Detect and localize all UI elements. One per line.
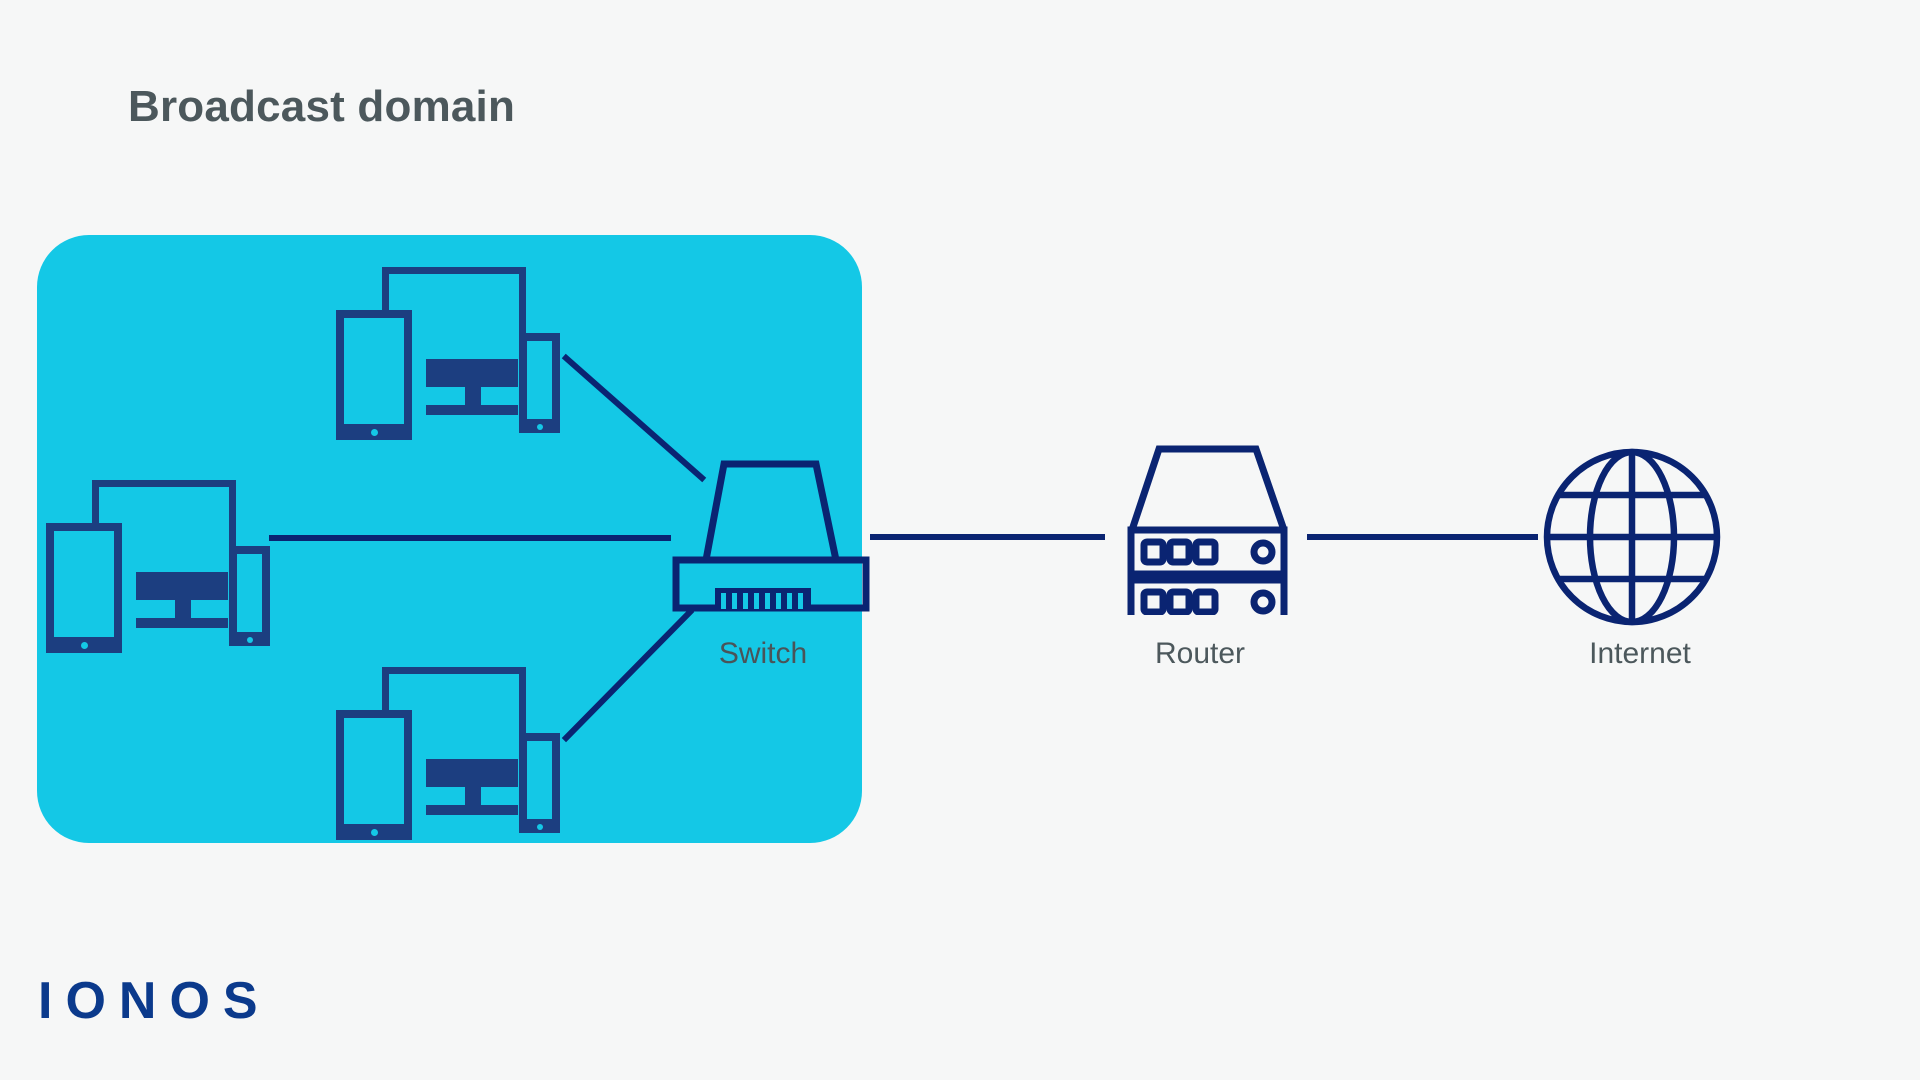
monitor-stand-base — [136, 618, 228, 628]
monitor-screen — [426, 759, 518, 787]
cluster-link-bracket-icon — [382, 267, 526, 333]
internet-label: Internet — [1589, 637, 1691, 670]
monitor-stand-neck — [465, 787, 481, 805]
cluster-link-bracket-icon — [92, 480, 236, 546]
monitor-stand-neck — [175, 600, 191, 618]
tablet-home-button-icon — [370, 829, 378, 836]
phone-home-button-icon — [536, 824, 543, 830]
tablet-icon — [46, 523, 122, 653]
phone-home-button-icon — [536, 424, 543, 430]
desktop-monitor-icon — [136, 572, 228, 628]
monitor-stand-base — [426, 805, 518, 815]
switch-icon[interactable] — [660, 455, 880, 615]
router-label: Router — [1154, 637, 1246, 670]
cluster-link-bracket-icon — [382, 667, 526, 733]
monitor-screen — [426, 359, 518, 387]
smartphone-icon — [519, 333, 560, 433]
desktop-monitor-icon — [426, 759, 518, 815]
phone-home-button-icon — [246, 637, 253, 643]
desktop-monitor-icon — [426, 359, 518, 415]
ionos-logo: IONOS — [38, 972, 271, 1030]
router-icon[interactable] — [1100, 440, 1315, 615]
smartphone-icon — [229, 546, 270, 646]
monitor-stand-neck — [465, 387, 481, 405]
smartphone-icon — [519, 733, 560, 833]
device-cluster-bottom[interactable] — [336, 667, 560, 867]
monitor-screen — [136, 572, 228, 600]
tablet-home-button-icon — [80, 642, 88, 649]
device-cluster-top[interactable] — [336, 267, 560, 467]
page-title: Broadcast domain — [128, 82, 516, 131]
tablet-icon — [336, 710, 412, 840]
switch-label: Switch — [718, 637, 808, 670]
monitor-stand-base — [426, 405, 518, 415]
tablet-icon — [336, 310, 412, 440]
globe-icon[interactable] — [1540, 445, 1725, 630]
device-cluster-left[interactable] — [46, 480, 270, 680]
tablet-home-button-icon — [370, 429, 378, 436]
